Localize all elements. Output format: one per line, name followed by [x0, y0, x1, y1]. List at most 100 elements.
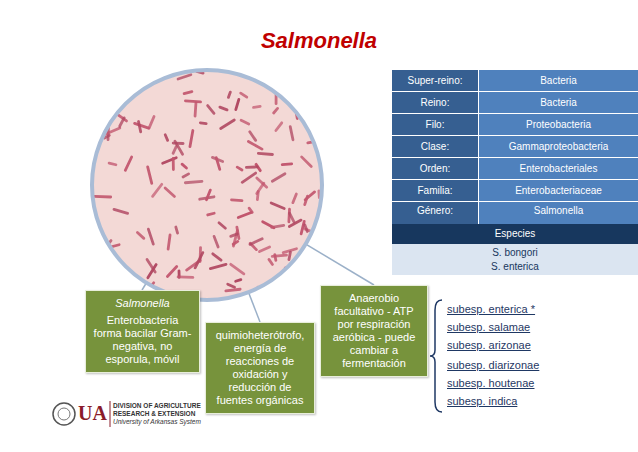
box-text: Anaerobio facultativo - ATP por respirac…	[328, 292, 420, 370]
text-box: quimioheterótrofo, energía de reacciones…	[205, 322, 315, 414]
logo-divider	[110, 401, 111, 427]
bacterium-rod	[116, 275, 124, 285]
bacterium-rod	[199, 121, 208, 125]
bacterium-rod	[261, 220, 276, 230]
bacterium-rod	[90, 275, 101, 284]
table-cell: Enterobacteriaceae	[479, 180, 638, 201]
diagram-title: Salmonella	[0, 28, 638, 54]
bacterium-rod	[267, 257, 274, 266]
bacterium-rod	[239, 118, 250, 125]
bacterium-rod	[163, 133, 169, 142]
bacterium-rod	[193, 251, 204, 270]
micrograph-frame	[92, 70, 322, 300]
table-cell: Enterobacteriales	[479, 158, 638, 179]
bacterium-rod	[234, 278, 243, 283]
bacterium-rod	[314, 83, 323, 95]
subspecies-name: subesp. indica	[447, 394, 517, 408]
bacterium-rod	[252, 105, 262, 109]
bacterium-rod	[194, 101, 198, 117]
bacterium-rod	[146, 165, 153, 185]
subspecies-name: subesp. houtenae	[447, 376, 534, 390]
bacterium-rod	[303, 194, 309, 206]
bacterium-rod	[230, 198, 243, 202]
table-header-cell: Reino:	[392, 92, 478, 113]
bacterium-rod	[231, 239, 239, 246]
bacterium-rod	[300, 155, 314, 169]
bacterium-rod	[303, 223, 309, 233]
bacterium-rod	[205, 188, 213, 201]
bacterium-rod	[139, 74, 142, 84]
bacterium-rod	[315, 76, 323, 85]
bacterium-rod	[126, 77, 134, 91]
bacterium-rod	[146, 263, 158, 280]
logo-emblem	[53, 403, 75, 425]
box-text: Enterobacteria forma bacilar Gram-negati…	[93, 314, 192, 366]
subspecies-name: subesp. arizonae	[447, 338, 531, 352]
bacterium-rod	[291, 192, 298, 204]
bacterium-rod	[240, 171, 257, 184]
logo-emblem	[58, 408, 70, 420]
bacterium-rod	[295, 76, 302, 92]
bacterium-rod	[304, 86, 314, 90]
bacterium-rod	[123, 155, 133, 172]
bacterium-rod	[147, 115, 156, 130]
table-header-cell: Especies	[392, 224, 638, 244]
bacterium-rod	[133, 122, 151, 130]
bacterium-rod	[287, 218, 303, 228]
table-cell: Proteobacteria	[479, 114, 638, 135]
bacterium-rod	[229, 262, 246, 275]
bacterium-rod	[137, 72, 142, 86]
bacterium-rod	[217, 221, 227, 230]
bacterium-rod	[107, 161, 117, 166]
bacterium-rod	[274, 121, 284, 133]
bacterium-rod	[295, 78, 303, 90]
bacterium-rod	[167, 233, 172, 250]
bacterium-rod	[269, 201, 286, 210]
bacterium-rod	[181, 172, 190, 179]
bacterium-rod	[174, 225, 179, 235]
bacterium-rod	[211, 252, 223, 262]
bacterium-rod	[270, 172, 286, 183]
bacterium-rod	[235, 165, 244, 172]
bacterium-rod	[248, 237, 264, 246]
table-cell: Bacteria	[479, 92, 638, 113]
bacterium-rod	[122, 277, 136, 285]
table-cell: S. bongori	[392, 246, 638, 260]
bacterium-rod	[180, 162, 188, 170]
bacterium-rod	[165, 265, 178, 279]
logo-text: University of Arkansas System	[113, 418, 201, 426]
bacterium-rod	[92, 114, 102, 129]
bacterium-rod	[226, 282, 237, 289]
bacterium-rod	[218, 105, 229, 111]
bacterium-rod	[273, 253, 277, 262]
bacterium-rod	[271, 254, 288, 258]
bacterium-rod	[219, 118, 236, 130]
bacterium-rod	[99, 100, 108, 106]
table-cell: Gammaproteobacteria	[479, 136, 638, 157]
subspecies-name: subesp. salamae	[447, 320, 530, 334]
bacterium-rod	[285, 269, 304, 277]
bacterium-rod	[212, 235, 220, 249]
bacterium-rod	[232, 229, 239, 248]
bacterium-rod	[224, 288, 241, 293]
bacterium-rod	[286, 95, 298, 101]
logo-text: RESEARCH & EXTENSION	[113, 410, 195, 418]
bacterium-rod	[227, 90, 233, 99]
bacterium-rod	[247, 206, 254, 214]
text-box: Anaerobio facultativo - ATP por respirac…	[320, 285, 428, 377]
logo-text: DIVISION OF AGRICULTURE	[113, 402, 201, 410]
brace	[430, 300, 442, 412]
bacterium-rod	[307, 69, 315, 86]
species-band	[392, 244, 638, 275]
bacterium-rod	[255, 181, 266, 195]
bacterium-rod	[182, 90, 193, 95]
table-header-cell: Clase:	[392, 136, 478, 157]
bacterium-rod	[151, 182, 164, 198]
bacterium-rod	[287, 250, 292, 261]
bacterium-rod	[112, 208, 129, 215]
bacterium-rod	[184, 99, 202, 103]
micrograph-ground	[93, 71, 321, 299]
box-text: quimioheterótrofo, energía de reacciones…	[213, 329, 307, 407]
bacterium-rod	[161, 156, 178, 165]
bacterium-rod	[258, 245, 272, 253]
